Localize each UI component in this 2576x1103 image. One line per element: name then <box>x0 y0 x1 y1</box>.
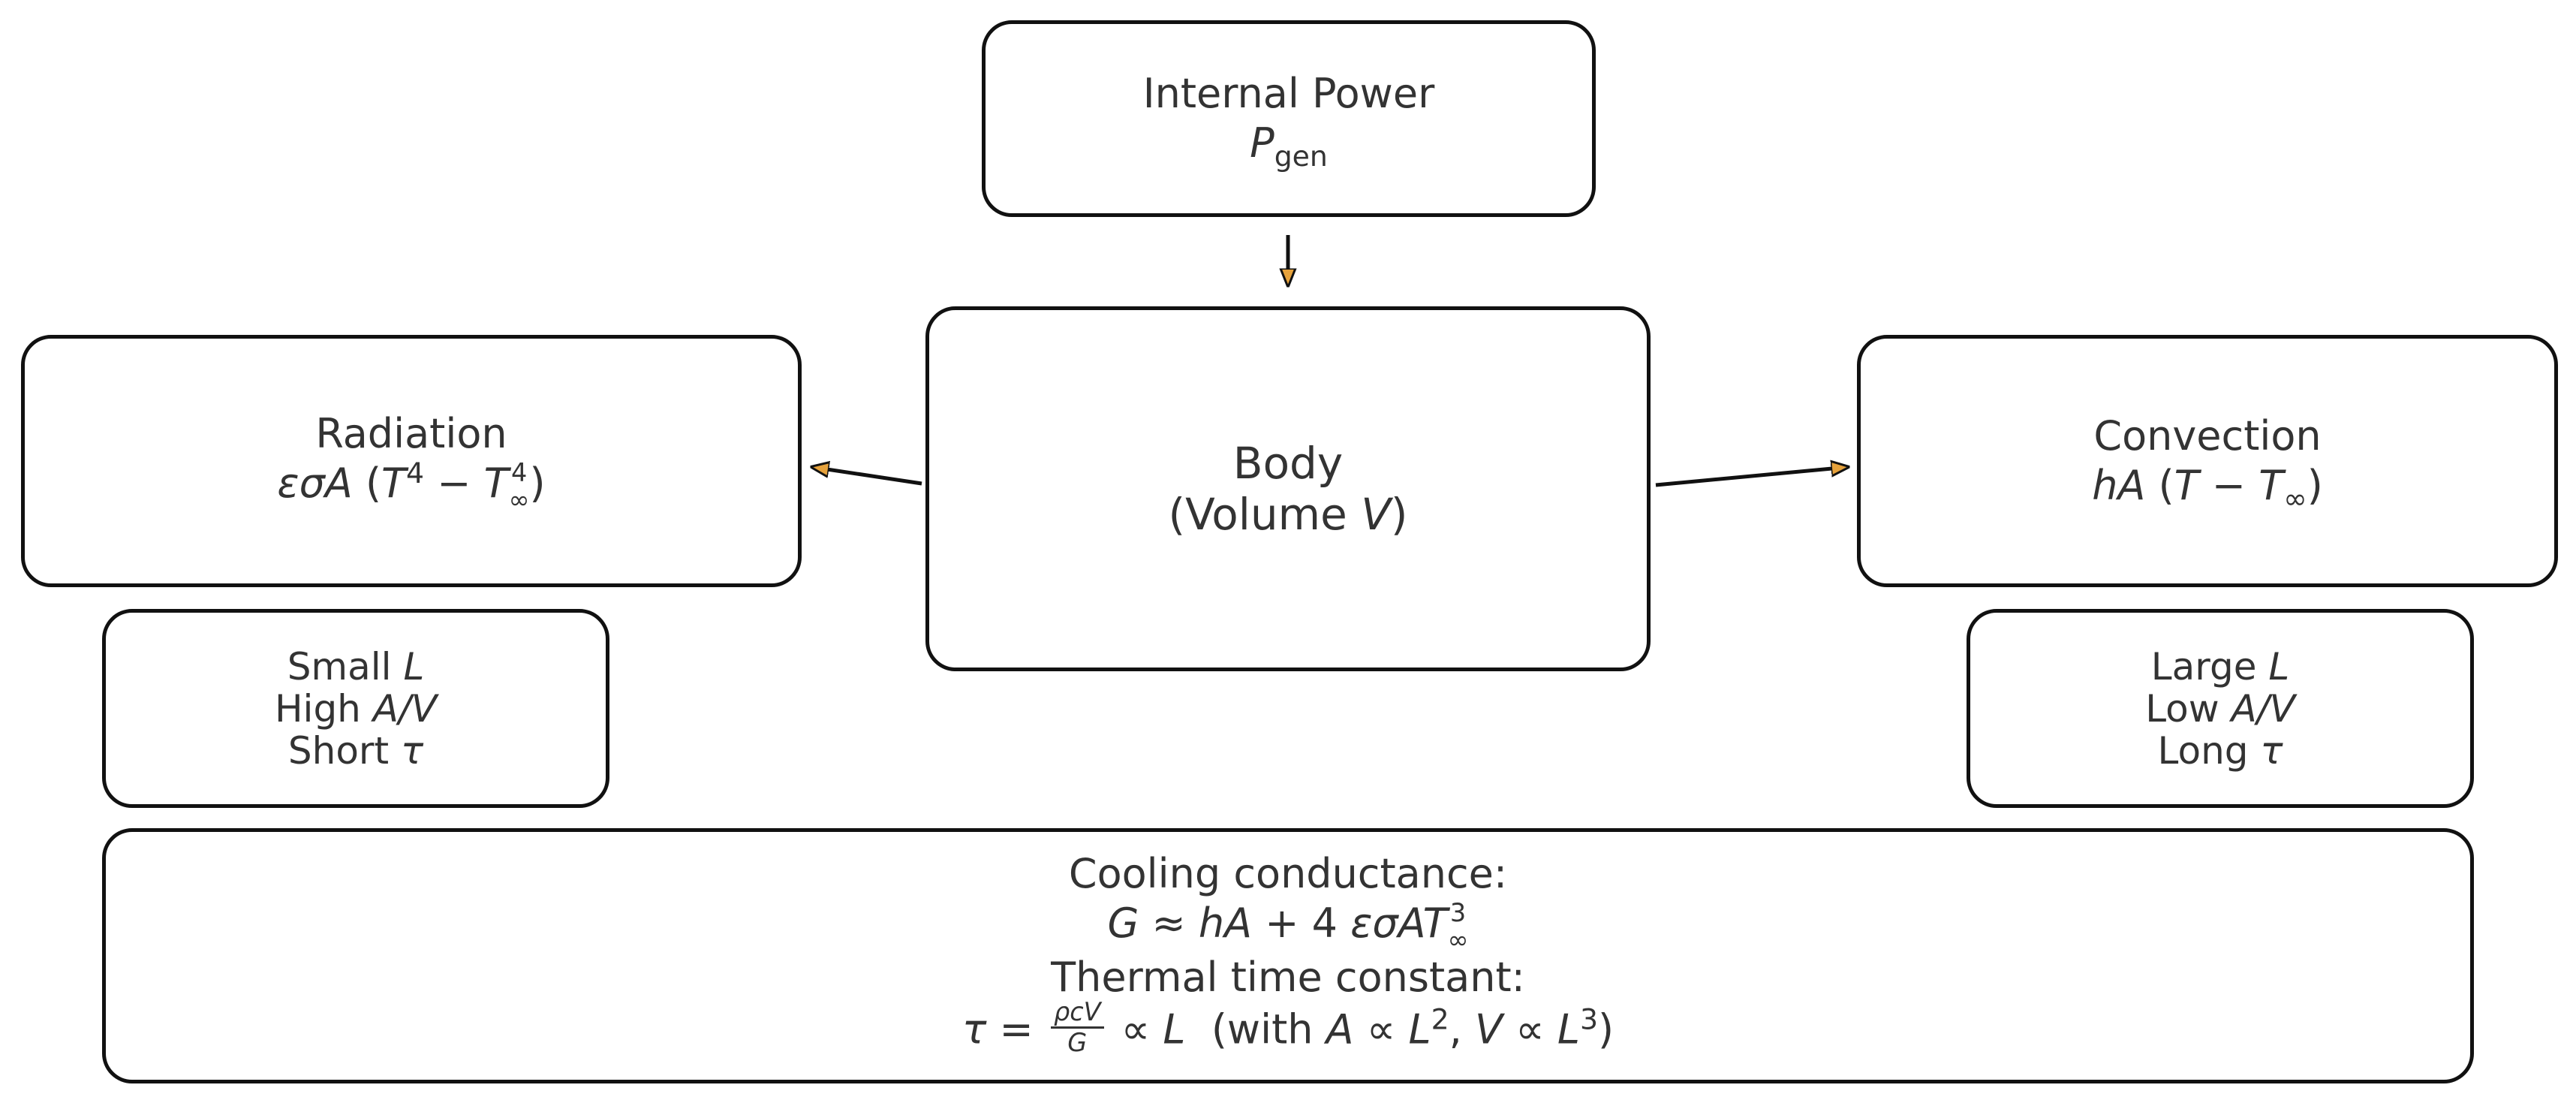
body-volume: (Volume V) <box>1168 489 1408 540</box>
small-length-box: Small L High A/V Short τ <box>102 609 609 808</box>
large-length-line: Large L <box>2150 644 2290 689</box>
arrow-body-to-convection <box>1655 467 1848 487</box>
large-length-box: Large L Low A/V Long τ <box>1967 609 2474 808</box>
short-tau-line: Short τ <box>287 728 424 773</box>
long-tau-line: Long τ <box>2157 728 2283 773</box>
internal-power-symbol: Pgen <box>1250 119 1328 173</box>
body-title: Body <box>1232 438 1344 489</box>
convection-formula: hA (T − T∞) <box>2092 462 2323 515</box>
arrow-body-to-radiation <box>812 467 922 486</box>
thermal-time-constant-label: Thermal time constant: <box>1051 953 1525 1001</box>
low-area-volume-line: Low A/V <box>2145 686 2295 731</box>
convection-box: Convection hA (T − T∞) <box>1857 335 2558 587</box>
body-box: Body (Volume V) <box>925 306 1651 671</box>
radiation-title: Radiation <box>315 410 507 458</box>
cooling-conductance-label: Cooling conductance: <box>1068 850 1508 898</box>
convection-title: Convection <box>2093 412 2322 460</box>
internal-power-box: Internal Power Pgen <box>982 20 1596 217</box>
small-length-line: Small L <box>287 644 425 689</box>
high-area-volume-line: High A/V <box>274 686 438 731</box>
internal-power-title: Internal Power <box>1142 70 1435 117</box>
